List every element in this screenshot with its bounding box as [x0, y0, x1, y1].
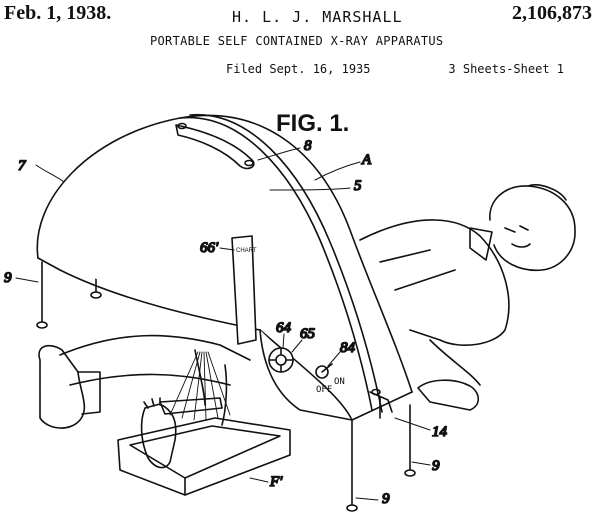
ref-5: 5	[354, 178, 362, 194]
figure-label: FIG. 1.	[276, 110, 350, 137]
ref-64: 64	[276, 320, 292, 336]
ref-8: 8	[304, 138, 312, 154]
chart-plate-label: CHART	[236, 248, 257, 254]
leader-lines	[15, 147, 431, 501]
ref-66: 66'	[200, 240, 219, 256]
ref-65: 65	[300, 326, 316, 342]
patent-title: PORTABLE SELF CONTAINED X-RAY APPARATUS	[150, 34, 444, 48]
ref-9-bottom: 9	[382, 491, 390, 507]
ref-9-left: 9	[4, 270, 12, 286]
cabinet-legs	[36, 261, 416, 512]
switch-on-label: ON	[334, 377, 345, 387]
cabinet-body	[36, 114, 413, 421]
sheet-count: 3 Sheets-Sheet 1	[448, 62, 564, 76]
inventor-name: H. L. J. MARSHALL	[232, 8, 403, 26]
ref-14: 14	[432, 424, 448, 440]
ref-7: 7	[18, 158, 27, 174]
patient-figure	[38, 184, 576, 469]
xray-rays	[169, 351, 231, 421]
ref-f: F'	[269, 474, 283, 490]
filed-date: Filed Sept. 16, 1935	[226, 62, 371, 76]
ref-84: 84	[340, 340, 356, 356]
ref-9-right: 9	[432, 458, 440, 474]
patent-number: 2,106,873	[512, 2, 592, 24]
patent-date: Feb. 1, 1938.	[4, 2, 112, 24]
switch-off-label: OFF	[316, 385, 332, 395]
ref-a: A	[361, 152, 372, 168]
